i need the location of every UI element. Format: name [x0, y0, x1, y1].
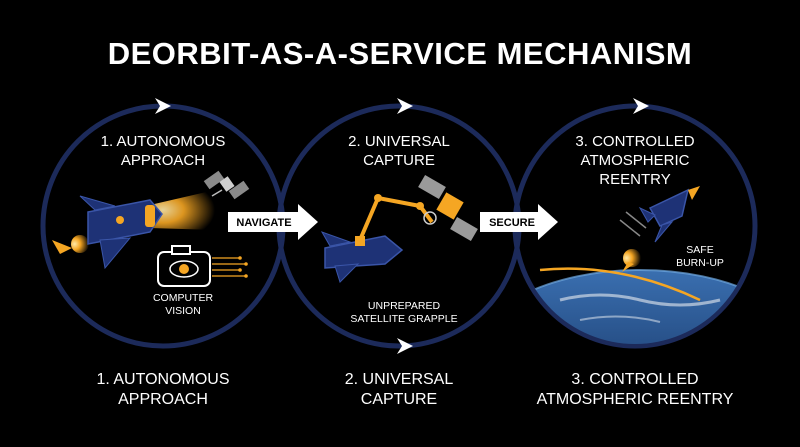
connector-label-secure: SECURE: [489, 217, 535, 229]
reentry-spacecraft-icon: [619, 186, 700, 243]
caption-line: CAPTURE: [360, 391, 438, 408]
spacecraft-icon: [52, 190, 215, 270]
navigate-arrow-icon: [228, 204, 318, 240]
stage-2-circle-caption: 2. UNIVERSAL CAPTURE: [324, 132, 474, 170]
stage-1-bottom-caption: 1. AUTONOMOUS APPROACH: [73, 370, 253, 410]
secure-arrow-icon: [480, 204, 558, 240]
servicer-spacecraft-icon: [320, 231, 404, 283]
label-line: UNPREPARED: [367, 300, 441, 312]
label-line: COMPUTER: [152, 292, 214, 304]
label-line: BURN-UP: [676, 257, 724, 269]
caption-line: ATMOSPHERIC: [580, 152, 690, 169]
caption-line: 3. CONTROLLED: [575, 133, 695, 150]
satellite-icon: [203, 170, 250, 200]
label-line: SATELLITE GRAPPLE: [350, 313, 458, 325]
label-line: VISION: [165, 305, 201, 317]
satellite-grapple-label: UNPREPARED SATELLITE GRAPPLE: [339, 300, 469, 326]
flame-icon: [622, 249, 641, 272]
stage-3-circle-caption: 3. CONTROLLED ATMOSPHERIC REENTRY: [560, 132, 710, 189]
page-title: DEORBIT-AS-A-SERVICE MECHANISM: [107, 36, 693, 71]
connector-label-navigate: NAVIGATE: [236, 217, 291, 229]
computer-vision-label: COMPUTER VISION: [143, 292, 223, 318]
caption-line: ATMOSPHERIC REENTRY: [536, 391, 734, 408]
stage-3-bottom-caption: 3. CONTROLLED ATMOSPHERIC REENTRY: [530, 370, 740, 410]
ring-arrow-icon: [397, 338, 413, 354]
caption-line: CAPTURE: [363, 152, 435, 169]
caption-line: 3. CONTROLLED: [571, 371, 699, 388]
satellite-icon: [418, 174, 478, 242]
caption-line: 1. AUTONOMOUS: [100, 133, 226, 150]
robotic-arm-icon: [358, 194, 434, 241]
ring-arrow-icon: [397, 98, 413, 114]
safe-burn-up-label: SAFE BURN-UP: [665, 244, 735, 270]
caption-line: 2. UNIVERSAL: [344, 371, 454, 388]
caption-line: 2. UNIVERSAL: [348, 133, 450, 150]
stage-1-circle-caption: 1. AUTONOMOUS APPROACH: [88, 132, 238, 170]
caption-line: 1. AUTONOMOUS: [96, 371, 230, 388]
reentry-trajectory: [539, 267, 701, 302]
caption-line: APPROACH: [118, 391, 208, 408]
caption-line: APPROACH: [120, 152, 206, 169]
caption-line: REENTRY: [599, 171, 671, 188]
ring-arrow-icon: [633, 98, 649, 114]
stage-2-bottom-caption: 2. UNIVERSAL CAPTURE: [309, 370, 489, 410]
label-line: SAFE: [686, 244, 714, 256]
earth-icon: [517, 269, 753, 344]
ring-arrow-icon: [155, 98, 171, 114]
camera-eye-icon: [157, 245, 248, 287]
